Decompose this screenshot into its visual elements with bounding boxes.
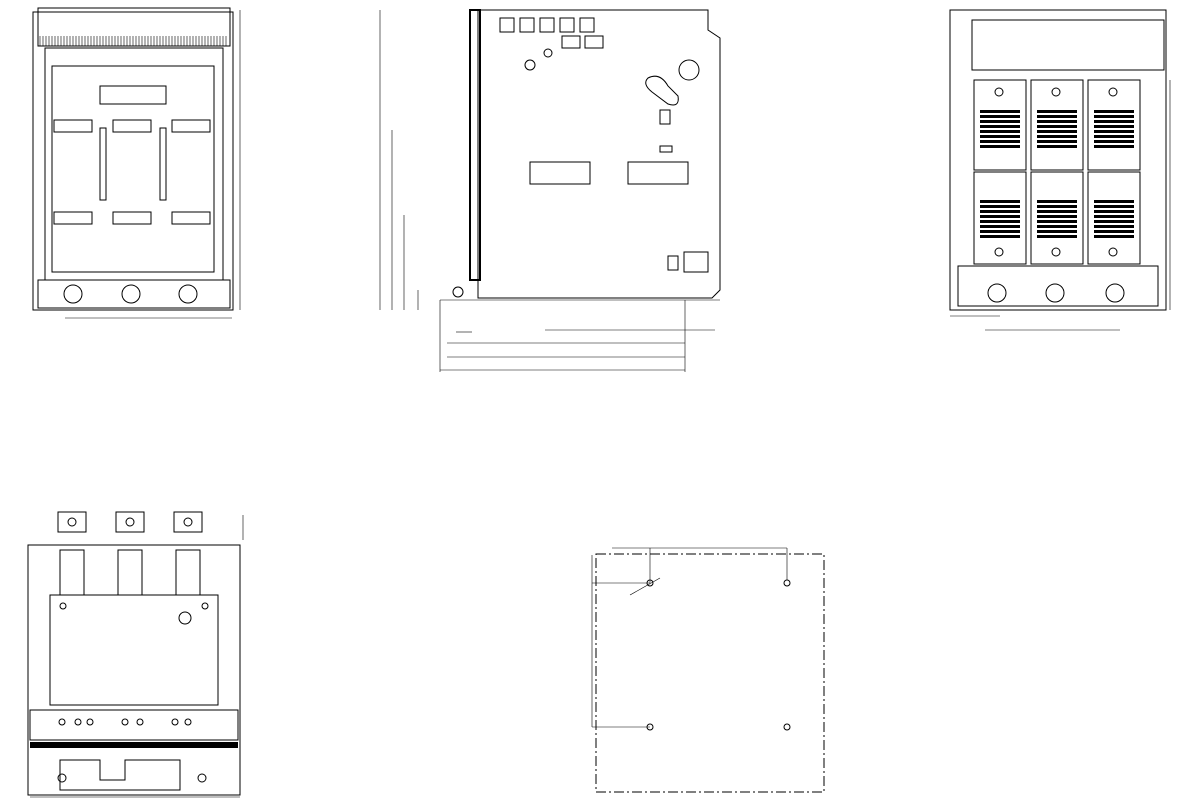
front-view — [32, 7, 241, 319]
bottom-view — [27, 511, 244, 798]
side-view — [379, 9, 721, 372]
mounting-hole-plan — [591, 547, 825, 793]
rear-view — [949, 9, 1171, 331]
